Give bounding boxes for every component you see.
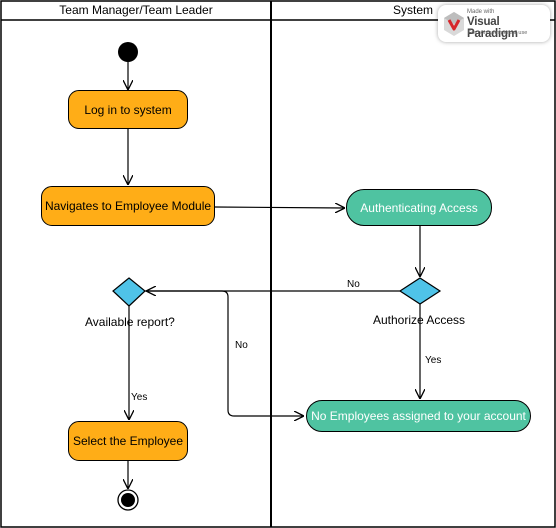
activity-select-employee: Select the Employee <box>68 421 188 461</box>
edge-label-available-no: No <box>235 340 248 351</box>
edge-label-authorize-no: No <box>347 279 360 290</box>
available-label: Available report? <box>85 315 175 329</box>
authorize-decision <box>398 277 442 305</box>
available-decision <box>112 277 146 307</box>
lane-title-manager: Team Manager/Team Leader <box>59 3 213 17</box>
authorize-label: Authorize Access <box>373 313 466 327</box>
visual-paradigm-watermark: Made with Visual Paradigm For non-commer… <box>438 5 550 42</box>
watermark-small-text: Made with <box>467 9 495 15</box>
edge-available-no <box>145 290 303 416</box>
edge-label-available-yes: Yes <box>131 392 148 403</box>
watermark-brand-text: Visual Paradigm <box>467 16 518 40</box>
visual-paradigm-logo-icon <box>444 12 464 36</box>
activity-authenticate: Authenticating Access <box>346 189 492 226</box>
activity-no-employees: No Employees assigned to your account <box>306 400 531 432</box>
initial-node <box>118 42 138 62</box>
lane-title-system: System <box>392 3 433 17</box>
edge-navigate-authenticate <box>214 207 344 208</box>
activity-login: Log in to system <box>68 90 188 129</box>
watermark-sub-text: For non-commercial use <box>468 30 528 36</box>
final-node-core <box>121 493 135 507</box>
edge-label-authorize-yes: Yes <box>425 355 442 366</box>
activity-navigate: Navigates to Employee Module <box>41 186 215 226</box>
